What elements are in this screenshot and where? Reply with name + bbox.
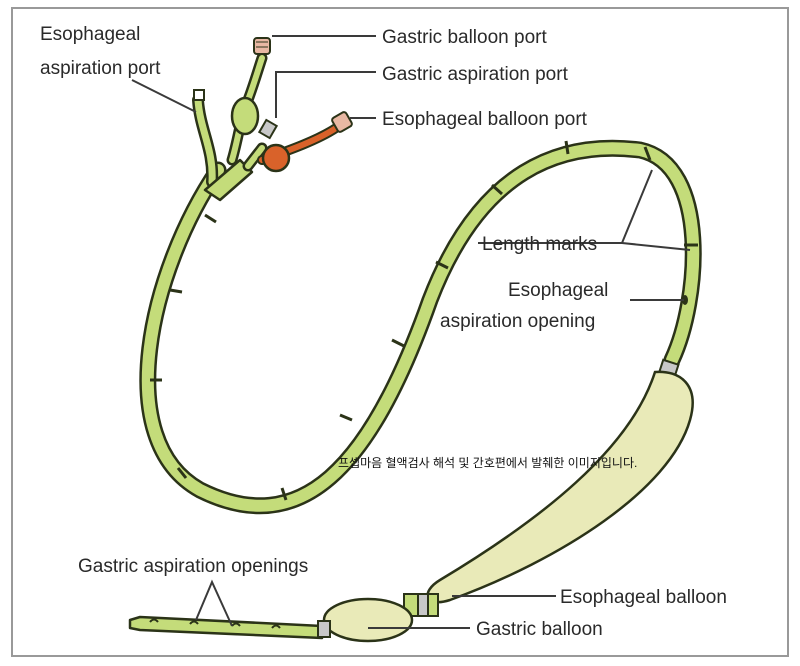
label-gastric-aspiration-openings: Gastric aspiration openings: [78, 556, 308, 577]
label-esophageal-balloon-port: Esophageal balloon port: [382, 109, 588, 130]
gastric-balloon: [322, 597, 414, 643]
gastric-tip: [128, 615, 331, 640]
label-esophageal-aspiration-opening-line2: aspiration opening: [440, 311, 595, 332]
leader-lines: [131, 35, 691, 629]
label-esophageal-aspiration-opening-line1: Esophageal: [508, 280, 608, 301]
label-esophageal-balloon: Esophageal balloon: [560, 587, 727, 608]
label-gastric-aspiration-port: Gastric aspiration port: [382, 64, 569, 85]
main-tube: [139, 139, 702, 515]
label-gastric-balloon: Gastric balloon: [476, 619, 603, 640]
diagram-frame: [11, 7, 789, 657]
length-marks: [150, 140, 698, 501]
proximal-ports: [192, 37, 353, 202]
label-esophageal-aspiration-port-line1: Esophageal: [40, 24, 140, 45]
esophageal-balloon: [426, 370, 694, 604]
gastric-aspiration-opening-1: [149, 618, 159, 623]
label-gastric-balloon-port: Gastric balloon port: [382, 27, 547, 48]
gastric-aspiration-opening-2: [189, 620, 199, 625]
label-length-marks: Length marks: [482, 234, 597, 255]
gastric-aspiration-opening-4: [271, 624, 281, 629]
label-esophageal-aspiration-port-line2: aspiration port: [40, 58, 161, 79]
source-note: 프셉마음 혈액검사 해석 및 간호편에서 발췌한 이미지입니다.: [338, 456, 637, 470]
esophageal-aspiration-opening: [682, 295, 688, 305]
mid-tube-segment: [403, 593, 439, 617]
